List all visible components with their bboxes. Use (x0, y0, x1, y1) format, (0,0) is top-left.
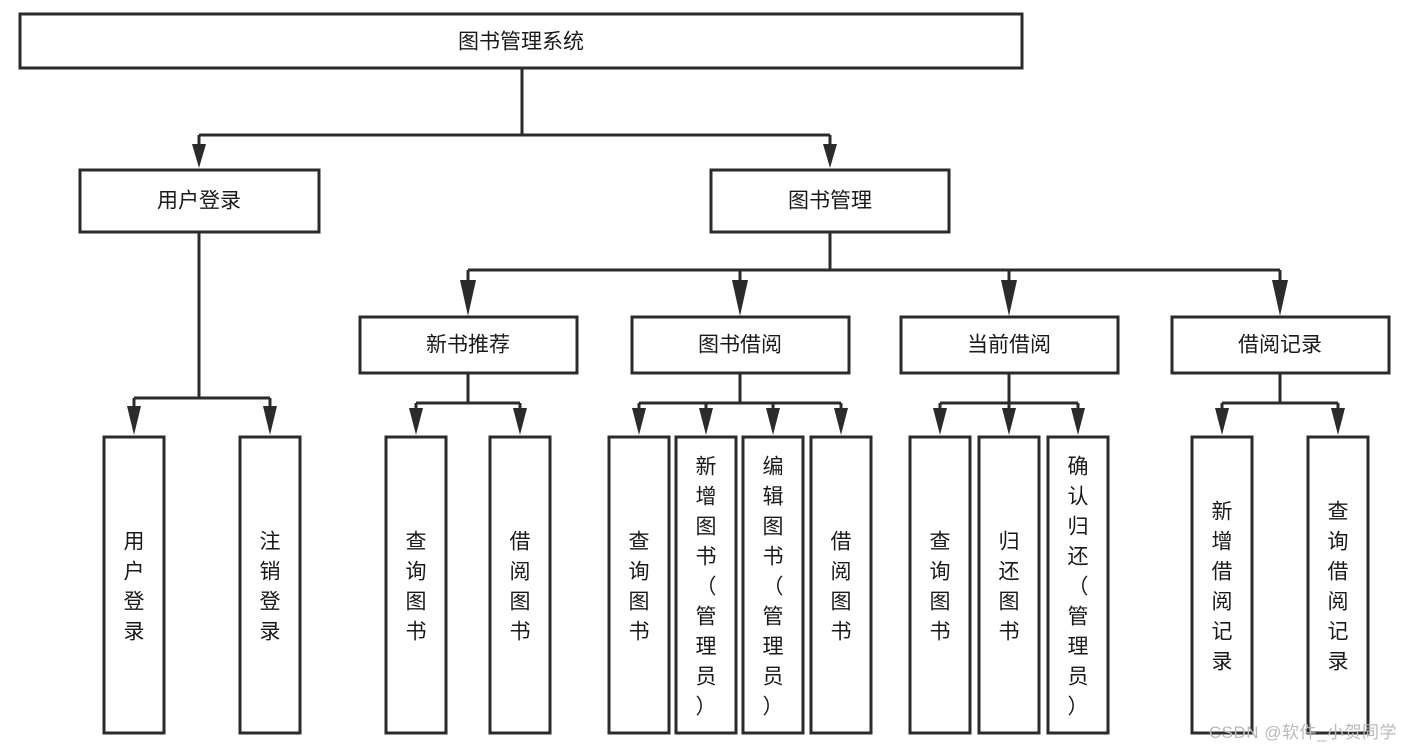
node-leaf-logout-box[interactable] (238, 435, 302, 735)
arrowhead-leaf-query-book-1 (409, 408, 423, 435)
node-root-box[interactable] (18, 12, 1024, 70)
node-leaf-logout-label: 注销登录 (260, 530, 281, 643)
arrowhead-leaf-add-book (699, 408, 713, 435)
node-leaf-confirm-return-label: 确认归还（管理员） (1068, 455, 1089, 718)
node-leaf-query-book-1-label: 查询图书 (406, 530, 427, 643)
node-leaf-query-book-3-label: 查询图书 (930, 530, 951, 643)
node-leaf-query-book-2-box[interactable] (607, 435, 671, 735)
node-book-management[interactable]: 图书管理 (709, 168, 951, 234)
node-leaf-user-login[interactable]: 用户登录 (102, 435, 166, 735)
node-leaf-add-record-box[interactable] (1190, 435, 1254, 735)
node-leaf-add-record[interactable]: 新增借阅记录 (1190, 435, 1254, 735)
node-leaf-query-record[interactable]: 查询借阅记录 (1306, 435, 1370, 735)
arrowhead-borrow-record (1272, 280, 1288, 316)
arrowhead-book-management (823, 144, 837, 168)
node-leaf-add-book[interactable]: 新增图书（管理员） (674, 435, 738, 735)
node-root[interactable]: 图书管理系统 (18, 12, 1024, 70)
node-leaf-borrow-book-2-label: 借阅图书 (831, 530, 852, 643)
arrowhead-leaf-edit-book (766, 408, 780, 435)
node-book-borrow[interactable]: 图书借阅 (630, 315, 851, 375)
node-leaf-borrow-book-1-box[interactable] (488, 435, 552, 735)
node-user-login-box[interactable] (78, 168, 321, 234)
node-leaf-query-book-2[interactable]: 查询图书 (607, 435, 671, 735)
node-leaf-query-book-1[interactable]: 查询图书 (384, 435, 448, 735)
node-book-management-label: 图书管理 (788, 190, 872, 213)
node-leaf-borrow-book-1[interactable]: 借阅图书 (488, 435, 552, 735)
node-borrow-record-label: 借阅记录 (1238, 334, 1322, 357)
node-new-book-recommend[interactable]: 新书推荐 (358, 315, 579, 375)
node-leaf-return-book-box[interactable] (977, 435, 1041, 735)
node-leaf-edit-book-label: 编辑图书（管理员） (763, 455, 784, 718)
arrowhead-leaf-query-record (1331, 408, 1345, 435)
node-root-label: 图书管理系统 (458, 31, 584, 54)
node-current-borrow[interactable]: 当前借阅 (899, 315, 1120, 375)
node-book-management-box[interactable] (709, 168, 951, 234)
node-leaf-borrow-book-2-box[interactable] (809, 435, 873, 735)
node-leaf-query-book-3-box[interactable] (908, 435, 972, 735)
node-leaf-user-login-box[interactable] (102, 435, 166, 735)
node-leaf-confirm-return[interactable]: 确认归还（管理员） (1046, 435, 1110, 735)
node-leaf-edit-book-box[interactable] (741, 435, 805, 735)
arrowhead-leaf-logout (263, 406, 277, 435)
arrowhead-leaf-confirm-return (1071, 408, 1085, 435)
node-leaf-query-book-1-box[interactable] (384, 435, 448, 735)
arrowhead-leaf-query-book-3 (933, 408, 947, 435)
node-leaf-return-book[interactable]: 归还图书 (977, 435, 1041, 735)
arrowhead-leaf-add-record (1215, 408, 1229, 435)
leaf-nodes-layer: 用户登录 注销登录 查询图书 借阅图书 查询图书 新增图书（管理员） (102, 435, 1370, 735)
node-leaf-add-record-label: 新增借阅记录 (1212, 500, 1233, 673)
arrowhead-leaf-borrow-book-2 (834, 408, 848, 435)
node-leaf-borrow-book-2[interactable]: 借阅图书 (809, 435, 873, 735)
arrowhead-leaf-borrow-book-1 (513, 408, 527, 435)
node-book-borrow-box[interactable] (630, 315, 851, 375)
node-book-borrow-label: 图书借阅 (698, 334, 782, 357)
node-leaf-query-record-box[interactable] (1306, 435, 1370, 735)
arrowhead-leaf-user-login (127, 406, 141, 435)
node-user-login-label: 用户登录 (157, 190, 241, 213)
node-current-borrow-label: 当前借阅 (967, 334, 1051, 357)
node-new-book-recommend-label: 新书推荐 (426, 334, 510, 357)
node-leaf-return-book-label: 归还图书 (999, 530, 1020, 643)
node-leaf-logout[interactable]: 注销登录 (238, 435, 302, 735)
node-borrow-record[interactable]: 借阅记录 (1170, 315, 1391, 375)
arrowhead-current-borrow (1001, 280, 1017, 316)
node-leaf-add-book-box[interactable] (674, 435, 738, 735)
connector-layer (127, 68, 1345, 435)
arrowhead-leaf-query-book-2 (632, 408, 646, 435)
arrowhead-new-book-recommend (460, 280, 476, 316)
csdn-watermark: CSDN @软件_小贺同学 (1208, 723, 1397, 742)
node-leaf-query-book-2-label: 查询图书 (629, 530, 650, 643)
arrowhead-book-borrow (732, 280, 748, 316)
node-leaf-add-book-label: 新增图书（管理员） (696, 455, 717, 718)
node-user-login[interactable]: 用户登录 (78, 168, 321, 234)
node-leaf-query-record-label: 查询借阅记录 (1328, 500, 1349, 673)
node-borrow-record-box[interactable] (1170, 315, 1391, 375)
node-new-book-recommend-box[interactable] (358, 315, 579, 375)
node-leaf-edit-book[interactable]: 编辑图书（管理员） (741, 435, 805, 735)
node-current-borrow-box[interactable] (899, 315, 1120, 375)
node-leaf-confirm-return-box[interactable] (1046, 435, 1110, 735)
arrowhead-leaf-return-book (1002, 408, 1016, 435)
node-leaf-query-book-3[interactable]: 查询图书 (908, 435, 972, 735)
arrowhead-user-login (192, 144, 206, 168)
node-leaf-user-login-label: 用户登录 (124, 530, 145, 643)
node-leaf-borrow-book-1-label: 借阅图书 (510, 530, 531, 643)
